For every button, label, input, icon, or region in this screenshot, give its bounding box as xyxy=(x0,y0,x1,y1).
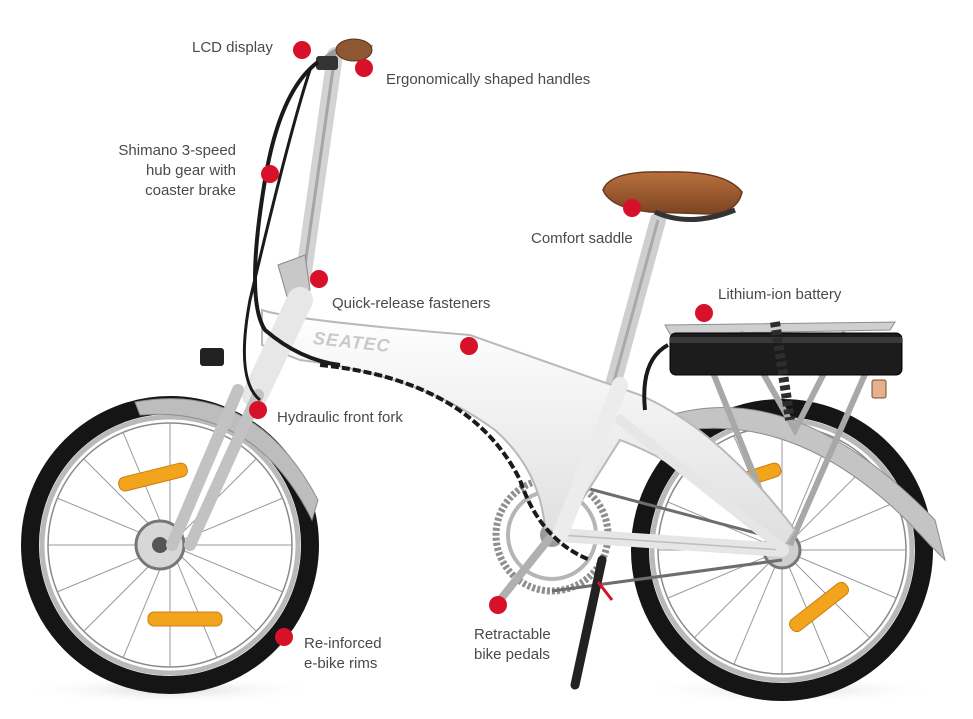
ergonomic-handles-label: Ergonomically shaped handles xyxy=(386,71,591,88)
seat-tube xyxy=(552,377,628,543)
retractable-pedals-label: Retractable bike pedals xyxy=(474,625,551,665)
retractable-pedals-label-line-2: bike pedals xyxy=(474,646,550,663)
head-tube xyxy=(242,287,313,408)
front-reflector-top xyxy=(118,462,188,492)
tail-light xyxy=(871,379,887,399)
chain xyxy=(551,477,783,593)
frame-marker[interactable] xyxy=(460,337,478,355)
lcd-display-label: LCD display xyxy=(192,39,273,56)
hydraulic-fork-label: Hydraulic front fork xyxy=(277,409,403,426)
lithium-battery-label: Lithium-ion battery xyxy=(718,286,842,303)
brake-cable xyxy=(253,60,341,367)
lcd-unit xyxy=(316,56,338,70)
lithium-battery-marker[interactable] xyxy=(695,304,713,322)
quick-release-label: Quick-release fasteners xyxy=(332,295,491,312)
seat-stay xyxy=(615,415,787,553)
hub-gear-label: Shimano 3-speed hub gear with coaster br… xyxy=(96,141,236,201)
gear-cable xyxy=(242,69,312,402)
motor-cable xyxy=(319,363,591,562)
battery-strap xyxy=(770,321,795,421)
comfort-saddle-marker[interactable] xyxy=(623,199,641,217)
rear-reflector-bottom xyxy=(789,581,849,633)
retractable-pedals-marker[interactable] xyxy=(489,596,507,614)
pedal-crank xyxy=(496,531,556,604)
hydraulic-fork-marker[interactable] xyxy=(249,401,267,419)
front-fork xyxy=(166,384,264,551)
hub-gear-label-line-1: Shimano 3-speed xyxy=(118,142,236,159)
reinforced-rims-marker[interactable] xyxy=(275,628,293,646)
battery-pack xyxy=(669,332,903,376)
ergonomic-handles-marker[interactable] xyxy=(355,59,373,77)
handle-grip xyxy=(335,38,373,62)
kickstand xyxy=(570,555,607,690)
hub-gear-label-line-2: hub gear with xyxy=(145,162,236,179)
battery-cable xyxy=(642,343,670,411)
comfort-saddle-label: Comfort saddle xyxy=(531,230,633,247)
hub-gear-label-line-3: coaster brake xyxy=(145,182,236,199)
reinforced-rims-label-line-2: e-bike rims xyxy=(304,655,378,672)
hub-gear-marker[interactable] xyxy=(261,165,279,183)
rack-rails xyxy=(664,321,896,335)
retractable-pedals-label-line-1: Retractable xyxy=(474,626,551,643)
quick-release-marker[interactable] xyxy=(310,270,328,288)
headlight xyxy=(200,348,224,366)
reinforced-rims-label-line-1: Re-inforced xyxy=(304,635,382,652)
lcd-display-marker[interactable] xyxy=(293,41,311,59)
reinforced-rims-label: Re-inforced e-bike rims xyxy=(304,634,382,674)
front-reflector-bottom xyxy=(147,611,223,627)
